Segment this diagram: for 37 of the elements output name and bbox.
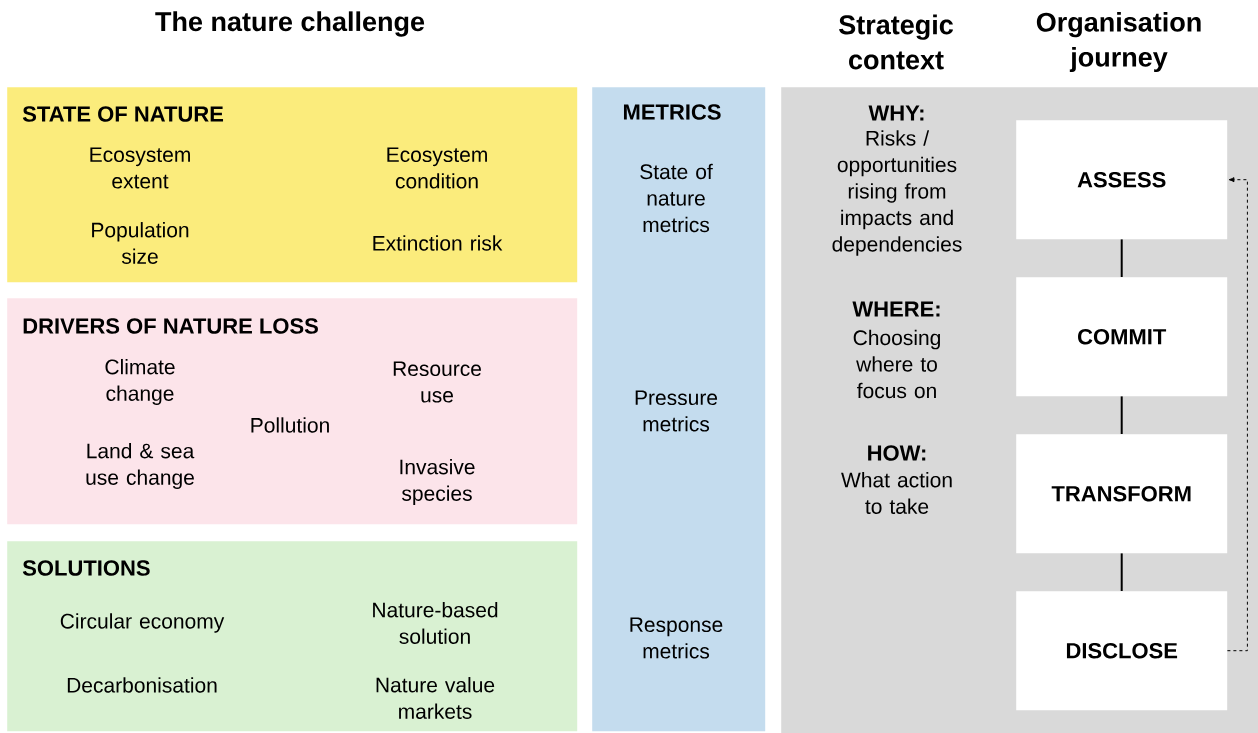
step-box: TRANSFORM [1016,434,1228,554]
panel-heading: WHY: [868,105,924,121]
step-box: ASSESS [1016,120,1228,240]
item-text: Nature value markets [376,677,495,719]
connector-line [1120,552,1123,592]
connector-line [1120,395,1123,435]
column-heading: Organisation journey [1036,11,1201,73]
item-text: Climate change [105,358,175,406]
item-text: Risks / opportunities rising from impacts and dependencies [832,130,962,256]
panel-heading: STATE OF NATURE [22,106,223,122]
item-text: Choosing where to focus on [853,329,940,399]
item-text: Extinction risk [373,235,503,251]
item-text: Land & sea use change [86,442,195,490]
item-text: Ecosystem condition [387,147,487,189]
item-text: Nature-based solution [373,602,498,644]
item-text: Decarbonisation [67,677,217,693]
item-text: Ecosystem extent [90,147,190,189]
panel-heading: METRICS [624,104,721,120]
item-text: Circular economy [60,613,225,633]
item-text: Pressure metrics [635,390,718,432]
item-text: Response metrics [630,617,723,659]
item-text: Pollution [251,417,329,433]
item-text: Population size [92,222,189,264]
panel-heading: DRIVERS OF NATURE LOSS [23,318,318,334]
panel-heading: SOLUTIONS [22,560,150,576]
loop-arrow [1226,177,1248,652]
step-box: COMMIT [1016,277,1228,397]
panel-heading: HOW: [868,445,926,461]
item-text: Invasive species [400,458,475,506]
connector-line [1120,238,1123,278]
item-text: Resource use [393,361,481,403]
column-heading: Strategic context [839,14,953,70]
step-box: DISCLOSE [1016,591,1228,711]
item-text: What action to take [841,472,952,514]
item-text: State of nature metrics [640,163,713,233]
column-heading: The nature challenge [155,11,425,37]
panel-heading: WHERE: [852,301,940,317]
